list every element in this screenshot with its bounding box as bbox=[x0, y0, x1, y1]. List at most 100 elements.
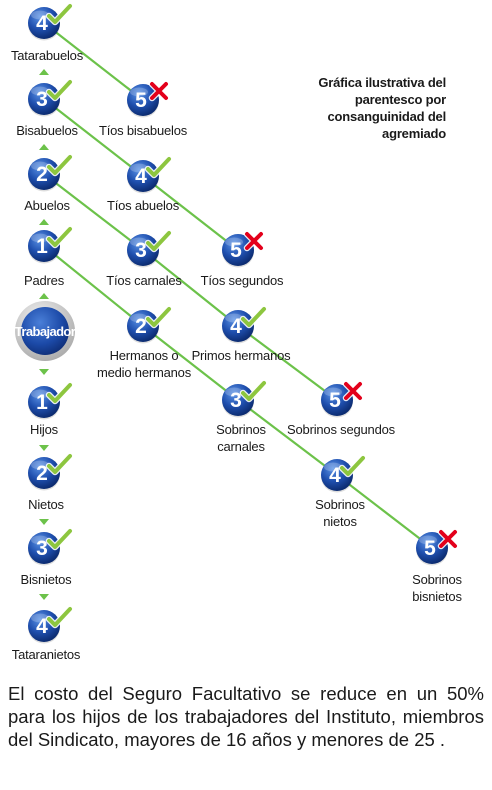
label-abuelos: Abuelos bbox=[24, 198, 70, 213]
label-tios-segundos: Tíos segundos bbox=[200, 273, 284, 288]
label-sobrinos-nietos: Sobrinos nietos bbox=[315, 497, 365, 529]
degree-ball bbox=[321, 384, 353, 416]
up-arrow-icon bbox=[39, 144, 49, 150]
check-icon bbox=[47, 383, 72, 403]
degree-number: 3 bbox=[36, 88, 48, 111]
edge-bisabuelos-to-tios-abuelos bbox=[43, 98, 144, 177]
label-padres: Padres bbox=[24, 273, 64, 288]
label-primos-hermanos: Primos hermanos bbox=[191, 348, 291, 363]
trabajador-node: Trabajador bbox=[15, 301, 76, 361]
edge-tatarabuelos-to-tios-bisabuelos bbox=[43, 22, 144, 101]
node-hermanos: 2 bbox=[127, 305, 173, 344]
down-arrow-icon bbox=[39, 445, 49, 451]
node-abuelos: 2 bbox=[28, 153, 74, 192]
check-icon bbox=[47, 155, 72, 175]
up-arrow-icon bbox=[39, 293, 49, 299]
check-icon bbox=[47, 607, 72, 627]
relative-nodes: 4 3 2 1 1 2 3 4 5 4 5 3 4 2 5 3 4 5 bbox=[28, 2, 459, 644]
edge-tios-carnales-to-primos-hermanos bbox=[142, 249, 239, 327]
node-tios-bisabuelos: 5 bbox=[127, 80, 170, 118]
check-icon bbox=[47, 529, 72, 549]
down-arrow-icon bbox=[39, 369, 49, 375]
center-label: Trabajador bbox=[15, 324, 76, 339]
down-arrow-icon bbox=[39, 519, 49, 525]
label-sobrinos-segundos: Sobrinos segundos bbox=[287, 422, 395, 437]
edge-abuelos-to-tios-carnales bbox=[43, 173, 144, 251]
node-padres: 1 bbox=[28, 225, 74, 264]
degree-number: 4 bbox=[135, 165, 147, 188]
degree-number: 5 bbox=[230, 239, 242, 262]
edge-padres-to-hermanos bbox=[43, 245, 144, 327]
node-tios-carnales: 3 bbox=[127, 229, 173, 268]
diagram-title: Gráfica ilustrativa del parentesco por c… bbox=[318, 75, 446, 141]
node-sobrinos-bisnietos: 5 bbox=[416, 528, 459, 566]
check-icon bbox=[47, 454, 72, 474]
degree-number: 5 bbox=[135, 89, 147, 112]
label-hermanos: Hermanos o medio hermanos bbox=[96, 348, 192, 380]
cross-icon bbox=[344, 382, 362, 400]
edge-sobrinos-carnales-to-sobrinos-nietos bbox=[237, 399, 338, 476]
check-icon bbox=[241, 307, 266, 327]
label-bisabuelos: Bisabuelos bbox=[16, 123, 78, 138]
node-sobrinos-segundos: 5 bbox=[321, 380, 364, 418]
insurance-note: El costo del Seguro Facultativo se reduc… bbox=[8, 683, 484, 750]
edge-primos-hermanos-to-sobrinos-segundos bbox=[237, 325, 338, 401]
degree-number: 2 bbox=[36, 462, 48, 485]
degree-number: 3 bbox=[135, 239, 147, 262]
degree-number: 1 bbox=[36, 235, 48, 258]
node-tataranietos: 4 bbox=[28, 605, 74, 644]
node-bisabuelos: 3 bbox=[28, 78, 74, 117]
node-nietos: 2 bbox=[28, 452, 74, 491]
down-arrow-icon bbox=[39, 594, 49, 600]
check-icon bbox=[241, 381, 266, 401]
edge-sobrinos-nietos-to-sobrinos-bisnietos bbox=[336, 474, 433, 549]
node-sobrinos-nietos: 4 bbox=[321, 454, 367, 493]
node-primos-hermanos: 4 bbox=[222, 305, 268, 344]
node-tatarabuelos: 4 bbox=[28, 2, 74, 41]
up-arrow-icon bbox=[39, 69, 49, 75]
label-hijos: Hijos bbox=[30, 422, 58, 437]
degree-number: 4 bbox=[36, 12, 48, 35]
edge-hermanos-to-sobrinos-carnales bbox=[142, 325, 239, 401]
degree-number: 4 bbox=[329, 464, 341, 487]
check-icon bbox=[47, 4, 72, 24]
check-icon bbox=[47, 227, 72, 247]
degree-number: 3 bbox=[36, 537, 48, 560]
label-sobrinos-bisnietos: Sobrinos bisnietos bbox=[412, 572, 462, 604]
up-arrow-icon bbox=[39, 219, 49, 225]
degree-number: 5 bbox=[329, 389, 341, 412]
check-icon bbox=[340, 456, 365, 476]
label-tataranietos: Tataranietos bbox=[11, 647, 81, 662]
degree-number: 2 bbox=[135, 315, 147, 338]
check-icon bbox=[47, 80, 72, 100]
check-icon bbox=[146, 307, 171, 327]
node-tios-segundos: 5 bbox=[222, 230, 265, 268]
node-bisnietos: 3 bbox=[28, 527, 74, 566]
center-ball bbox=[21, 307, 69, 355]
label-tios-bisabuelos: Tíos bisabuelos bbox=[98, 123, 188, 138]
check-icon bbox=[146, 231, 171, 251]
check-icon bbox=[146, 157, 171, 177]
relationship-lines bbox=[43, 22, 433, 549]
label-tios-abuelos: Tíos abuelos bbox=[106, 198, 180, 213]
degree-ball bbox=[222, 234, 254, 266]
label-tios-carnales: Tíos carnales bbox=[106, 273, 182, 288]
degree-number: 5 bbox=[424, 537, 436, 560]
label-sobrinos-carnales: Sobrinos carnales bbox=[216, 422, 266, 454]
node-hijos: 1 bbox=[28, 381, 74, 420]
node-sobrinos-carnales: 3 bbox=[222, 379, 268, 418]
label-tatarabuelos: Tatarabuelos bbox=[10, 48, 84, 63]
lineage-arrows bbox=[39, 69, 49, 600]
cross-icon bbox=[245, 232, 263, 250]
degree-number: 1 bbox=[36, 391, 48, 414]
label-nietos: Nietos bbox=[28, 497, 64, 512]
degree-ball bbox=[127, 84, 159, 116]
edge-tios-abuelos-to-tios-segundos bbox=[142, 175, 239, 251]
node-tios-abuelos: 4 bbox=[127, 155, 173, 194]
label-bisnietos: Bisnietos bbox=[20, 572, 72, 587]
cross-icon bbox=[439, 530, 457, 548]
degree-number: 4 bbox=[230, 315, 242, 338]
cross-icon bbox=[150, 82, 168, 100]
degree-number: 2 bbox=[36, 163, 48, 186]
degree-number: 4 bbox=[36, 615, 48, 638]
